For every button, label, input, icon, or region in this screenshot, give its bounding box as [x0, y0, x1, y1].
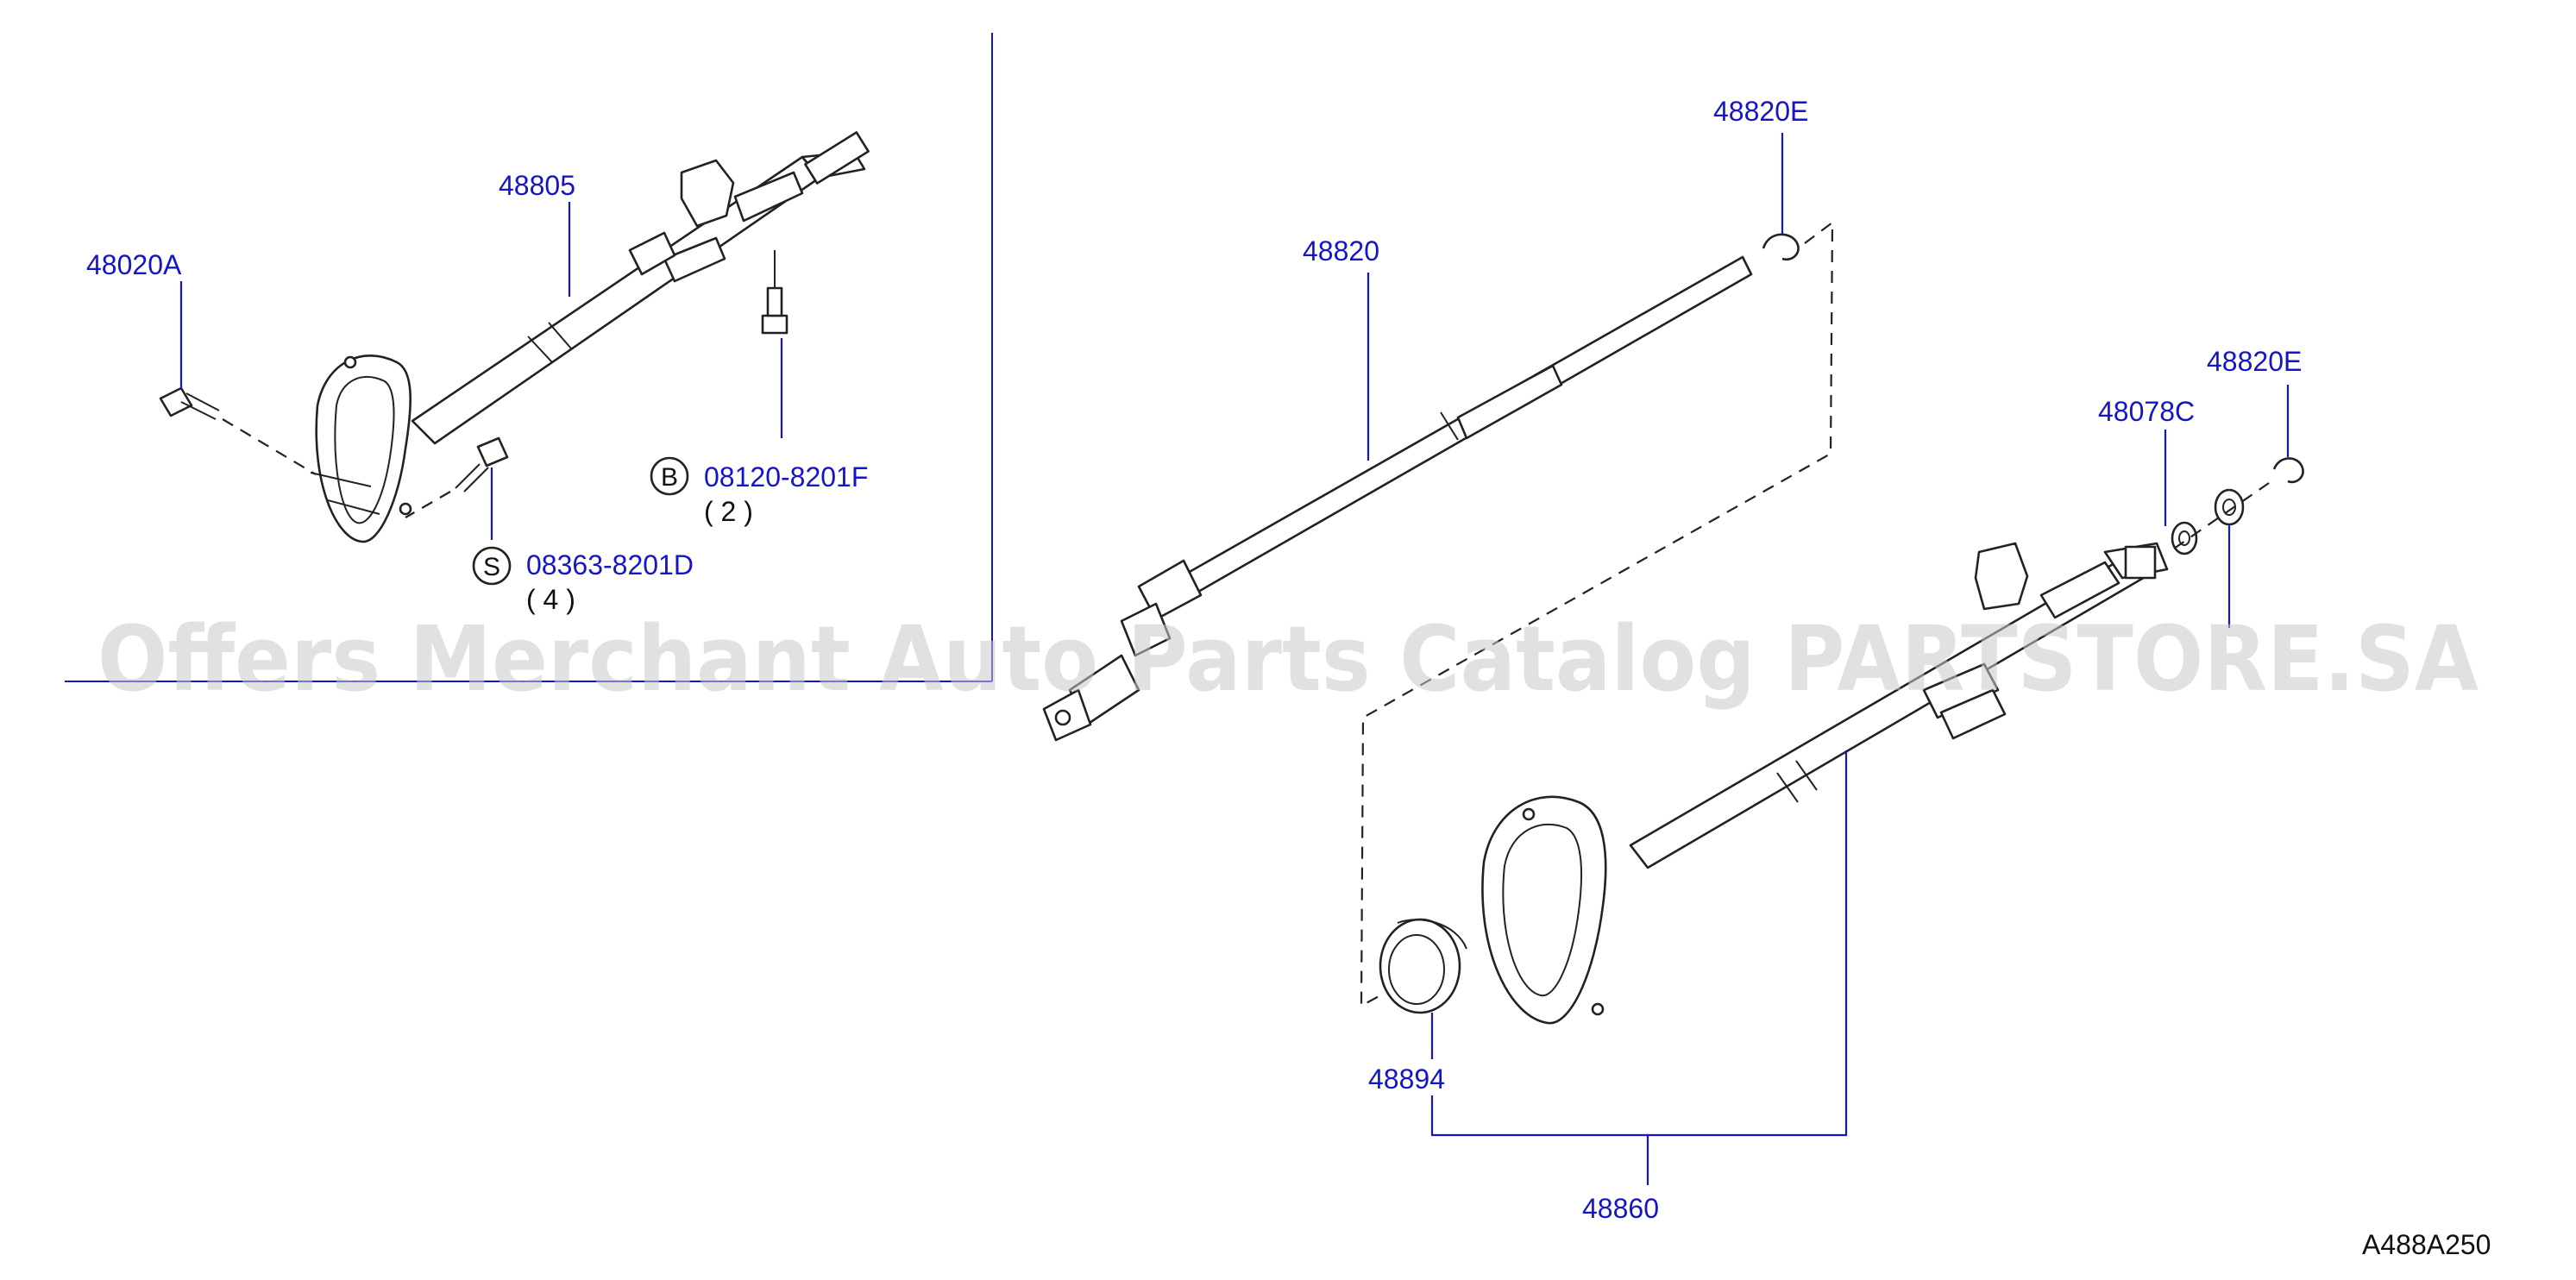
label-48078C: 48078C: [2098, 396, 2195, 427]
diagram-code: A488A250: [2362, 1229, 2491, 1260]
washer-48078C: [2171, 521, 2198, 555]
bolt-08363: [455, 436, 509, 493]
label-48020A: 48020A: [86, 249, 182, 280]
letter-s: S: [483, 553, 500, 581]
dash-48020A: [222, 418, 317, 475]
dash-48820-bracket: [1360, 220, 1834, 1007]
bushing-48894: [1379, 918, 1467, 1014]
label-48805: 48805: [499, 170, 575, 201]
qty-08120: ( 2 ): [704, 496, 753, 527]
circlip-48820E-top: [1762, 233, 1800, 261]
column-assembly-48860: [1481, 542, 2169, 1025]
column-assembly-48805: [310, 131, 870, 543]
label-48820E-right: 48820E: [2207, 346, 2302, 377]
letter-circle-s: [472, 546, 512, 586]
label-08120: 08120-8201F: [704, 461, 868, 493]
label-48820E-top: 48820E: [1713, 96, 1808, 127]
leader-48860-bracket: [1430, 750, 1848, 1137]
letter-circle-b: [650, 456, 689, 496]
circlip-48820E-right: [2272, 457, 2304, 484]
label-48860: 48860: [1582, 1193, 1659, 1224]
watermark: Offers Merchant Auto Parts Catalog PARTS…: [97, 606, 2479, 712]
bolt-08120: [761, 250, 789, 335]
shaft-48820: [1042, 255, 1753, 742]
dash-08363: [405, 491, 451, 518]
bolt-48020A: [159, 386, 220, 420]
label-08363: 08363-8201D: [526, 549, 694, 580]
washer-second: [2214, 488, 2245, 526]
label-48894: 48894: [1368, 1064, 1445, 1095]
letter-b: B: [661, 463, 678, 492]
qty-08363: ( 4 ): [526, 584, 575, 615]
label-48820: 48820: [1303, 235, 1379, 267]
